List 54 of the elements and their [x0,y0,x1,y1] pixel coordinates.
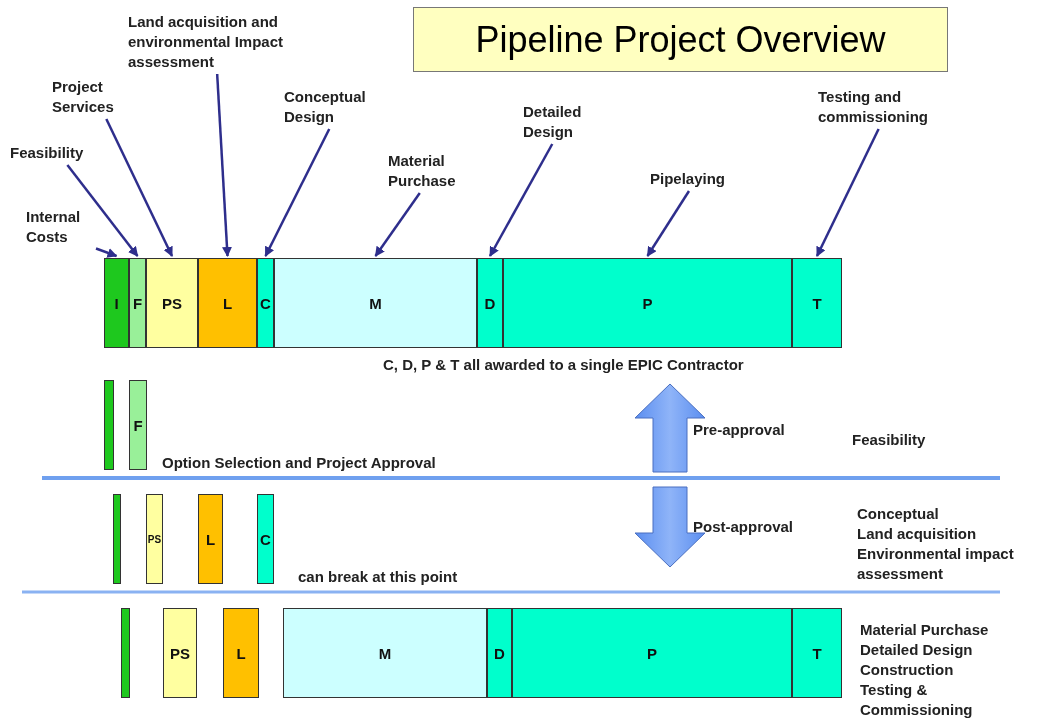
phase-segment: F [129,258,146,348]
note-text: Feasibility [852,430,926,450]
note-text: Detailed Design [860,640,973,660]
phase-segment: M [274,258,477,348]
arrow [646,190,691,257]
callout-text: Land acquisition and environmental Impact assessment [128,12,303,72]
phase-segment: M [283,608,487,698]
note-text: Land acquisition [857,524,977,544]
phase-segment: L [198,494,223,584]
arrow [215,73,232,257]
note-text: can break at this point [298,567,458,587]
callout-text: Pipelaying [650,169,740,189]
callout-text: Internal Costs [26,207,96,247]
note-text: Conceptual [857,504,939,524]
arrow [374,192,421,257]
arrow [488,143,554,257]
callout-text: Detailed Design [523,102,603,142]
arrow [66,164,139,257]
phase-segment: T [792,608,842,698]
note-text: Environmental impact assessment [857,544,1015,584]
note-text: Material Purchase [860,620,989,640]
phase-segment: D [477,258,503,348]
arrow [264,128,331,257]
note-text: Testing & Commissioning [860,680,974,720]
callout-text: Material Purchase [388,151,478,191]
phase-segment: PS [146,258,198,348]
phase-segment: I [104,258,129,348]
callout-text: Conceptual Design [284,87,394,127]
arrow [105,118,174,257]
note-text: Option Selection and Project Approval [162,453,436,473]
callout-text: Testing and commissioning [818,87,958,127]
phase-segment: C [257,258,274,348]
bar-segment [113,494,121,584]
phase-segment: P [512,608,792,698]
title-box: Pipeline Project Overview [413,7,948,72]
phase-segment: L [223,608,259,698]
bar-segment [104,380,114,470]
phase-segment: T [792,258,842,348]
phase-segment: PS [163,608,197,698]
note-text: Post-approval [693,517,794,537]
phase-segment: F [129,380,147,470]
arrow [815,128,880,257]
phase-segment: L [198,258,257,348]
phase-segment: PS [146,494,163,584]
phase-segment: C [257,494,274,584]
phase-segment: D [487,608,512,698]
callout-text: Project Services [52,77,142,117]
note-text: C, D, P & T all awarded to a single EPIC Contractor [383,355,744,375]
arrow [95,247,118,258]
note-text: Construction [860,660,954,680]
callout-text: Feasibility [10,143,110,163]
phase-segment: P [503,258,792,348]
bar-segment [121,608,130,698]
note-text: Pre-approval [693,420,785,440]
